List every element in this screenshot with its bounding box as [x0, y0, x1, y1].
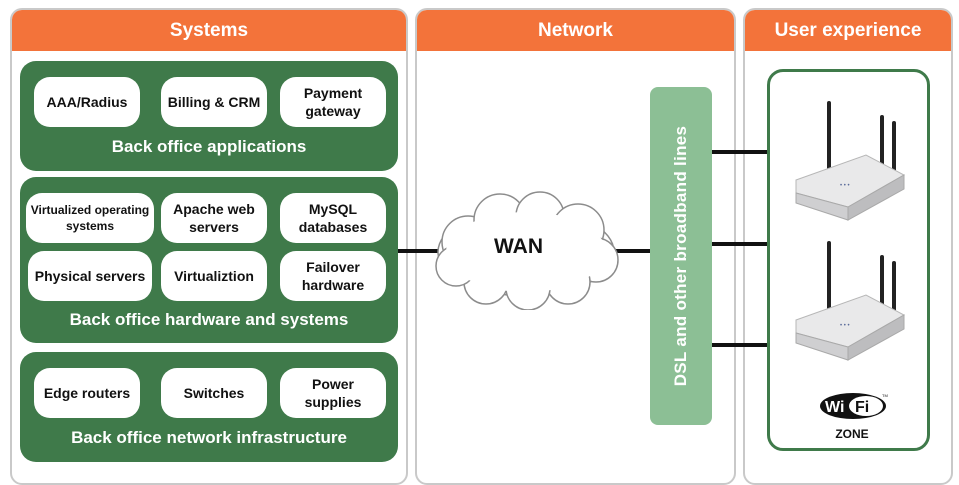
systems-to-wan-line [398, 249, 438, 253]
systems-header: Systems [12, 10, 406, 51]
payment-gateway-item: Payment gateway [280, 77, 386, 127]
switches-item: Switches [161, 368, 267, 418]
virtualization-item: Virtualiztion [161, 251, 267, 301]
wan-label: WAN [494, 235, 543, 258]
back-office-network-label: Back office network infrastructure [71, 428, 347, 447]
dsl-to-router-line-3 [712, 343, 769, 347]
edge-routers-item: Edge routers [34, 368, 140, 418]
failover-hardware-item: Failover hardware [280, 251, 386, 301]
svg-text:• • •: • • • [840, 183, 850, 189]
back-office-network-panel: Edge routers Switches Power supplies Bac… [20, 352, 398, 462]
router-icon: • • • [795, 101, 906, 221]
apache-web-servers-item: Apache web servers [161, 193, 267, 243]
mysql-databases-item: MySQL databases [280, 193, 386, 243]
wifi-zone-label: ZONE [835, 427, 869, 441]
aaa-radius-item: AAA/Radius [34, 77, 140, 127]
network-header: Network [417, 10, 734, 51]
svg-text:Fi: Fi [855, 399, 869, 416]
dsl-to-router-line-1 [712, 150, 769, 154]
power-supplies-item: Power supplies [280, 368, 386, 418]
svg-text:TM: TM [882, 393, 888, 398]
cloud-icon [435, 191, 619, 310]
svg-text:Wi: Wi [825, 399, 844, 416]
back-office-applications-panel: AAA/Radius Billing & CRM Payment gateway… [20, 61, 398, 171]
dsl-label: DSL and other broadband lines [671, 125, 690, 387]
back-office-applications-label: Back office applications [111, 137, 307, 156]
dsl-to-router-line-2 [712, 242, 769, 246]
virtualized-os-item: Virtualized operating systems [26, 193, 154, 243]
user-experience-box [767, 69, 930, 451]
dsl-bar [650, 87, 712, 425]
wifi-zone-logo: Wi Fi TM [820, 393, 888, 419]
wan-to-dsl-line [612, 249, 652, 253]
user-experience-header: User experience [745, 10, 951, 51]
back-office-hardware-label: Back office hardware and systems [69, 310, 349, 329]
svg-text:• • •: • • • [840, 323, 850, 329]
back-office-hardware-panel: Virtualized operating systems Apache web… [20, 177, 398, 343]
router-icon: • • • [795, 241, 906, 361]
physical-servers-item: Physical servers [28, 251, 152, 301]
billing-crm-item: Billing & CRM [161, 77, 267, 127]
